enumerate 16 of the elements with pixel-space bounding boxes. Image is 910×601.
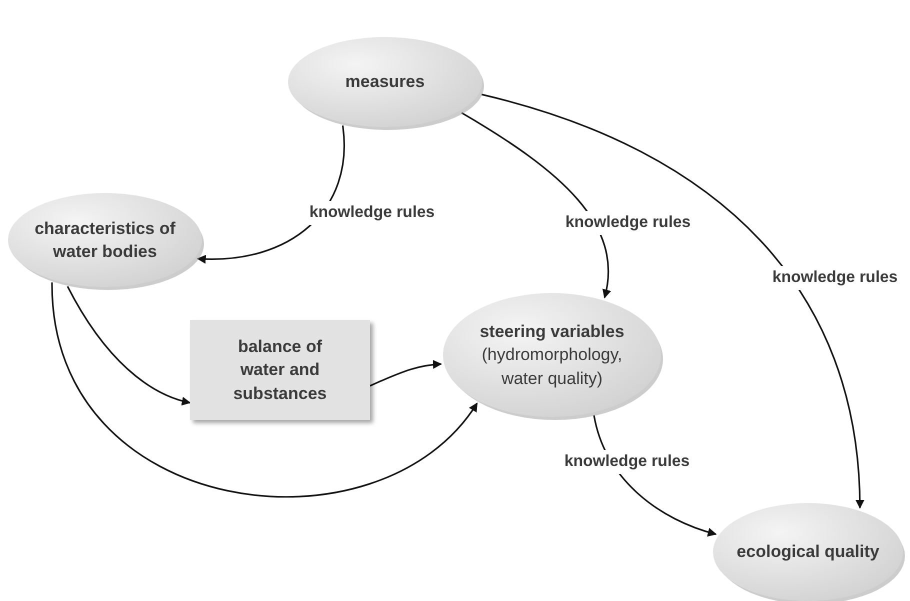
process-box [190,320,370,420]
node-title: characteristics of water bodies [34,218,176,263]
ellipse-node [710,500,906,601]
ellipse-node [440,290,664,420]
node-title: steering variables [480,320,624,343]
node-title: ecological quality [736,541,880,564]
node-title: measures [345,71,425,94]
curved-arrow [51,282,478,498]
curved-arrow [66,286,191,406]
node-subtitle: (hydromorphology, water quality) [480,344,624,390]
ellipse-node [5,190,205,290]
ellipse-node [285,34,485,130]
node-title: balance of water and substances [232,336,328,405]
curved-arrow [481,94,864,509]
curved-arrow [461,112,610,298]
curved-arrow [370,360,442,387]
